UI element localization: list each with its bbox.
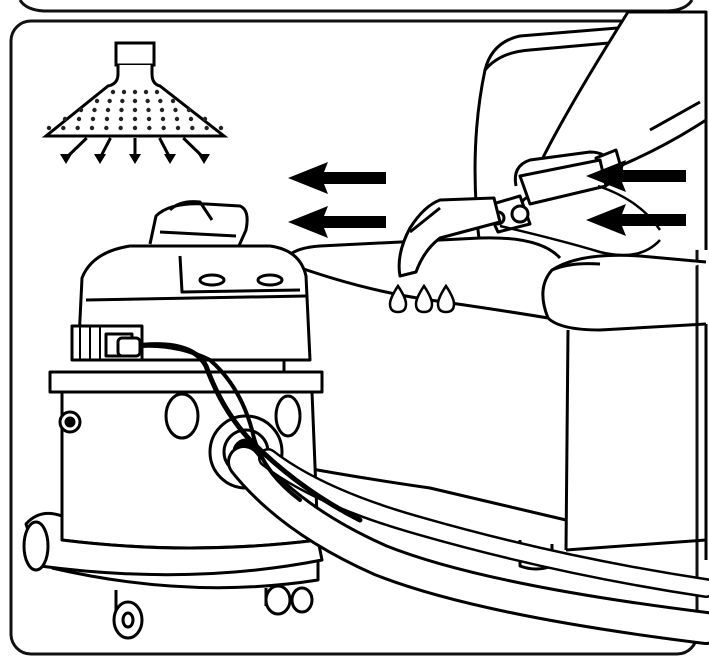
water-droplet [414,283,434,314]
spray-mist-dot [119,107,124,113]
spray-mist-dot [118,125,123,131]
spray-mist-dot [146,116,152,122]
spray-mist-dot [218,125,224,131]
spray-mist-dot [104,116,110,122]
water-droplet [436,283,456,314]
spray-mist-dot [132,107,138,113]
arrow-left-icon [288,206,386,238]
spray-mist-dot [174,116,180,122]
spray-jet-tip [198,154,210,164]
arrow-left-icon [586,160,686,192]
spray-mist-dot [105,107,111,113]
spray-mist-dot [159,107,165,113]
spray-mist-dot [132,89,138,95]
spray-mist-dot [92,107,97,113]
spray-mist-dot [190,125,195,131]
spray-mist-dot [104,125,109,131]
spray-mist-dot [76,116,82,122]
spray-mist-dot [132,125,138,131]
spray-mist-dot [175,125,181,131]
arrow-left-icon [288,162,386,194]
spray-jet-tip [164,154,176,164]
spray-nozzle-icon [41,41,229,164]
spray-mist-dot [89,125,95,131]
spray-mist-dot [173,107,178,113]
spray-mist-dot [94,98,100,104]
previous-panel-edge [18,0,694,13]
spray-mist-dot [154,89,160,95]
spray-mist-dot [160,116,166,122]
spray-mist-dot [62,116,68,122]
spray-mist-dot [204,125,209,131]
spray-mist-dot [161,125,166,131]
spray-mist-dot [107,98,112,104]
spray-mist-dot [132,116,138,122]
spray-mist-dot [46,125,52,131]
spray-mist-dot [121,89,127,95]
spray-mist-dot [78,107,84,113]
spray-jet-tip [94,154,106,164]
spray-mist-dot [118,116,124,122]
spray-mist-dot [158,98,163,104]
spray-jets [60,136,210,164]
water-droplet [388,283,408,314]
spray-mist-dot [132,98,138,104]
spray-mist-dot [170,98,176,104]
spray-mist-dot [186,107,192,113]
spray-mist-dot [202,116,208,122]
suction-and-spray-hoses [116,336,709,645]
spray-mist-dot [147,125,152,131]
direction-arrows [288,160,686,238]
spray-mist-dot [90,116,96,122]
spray-mist-dot [143,89,149,95]
spray-mist-dot [75,125,80,131]
spray-mist-dot [188,116,194,122]
spray-mist-dot [120,98,125,104]
spray-mist-dot [146,107,151,113]
spray-jet-tip [129,154,141,164]
arrow-left-icon [586,204,686,236]
spray-mist-dot [145,98,150,104]
spray-extractor-machine [22,200,324,640]
spray-mist-dot [61,125,66,131]
water-droplets [388,283,456,314]
spray-jet-tip [60,154,72,164]
spray-mist-dot [110,89,116,95]
spray-mist-dots [46,89,224,131]
hand-with-upholstery-tool [397,10,708,278]
